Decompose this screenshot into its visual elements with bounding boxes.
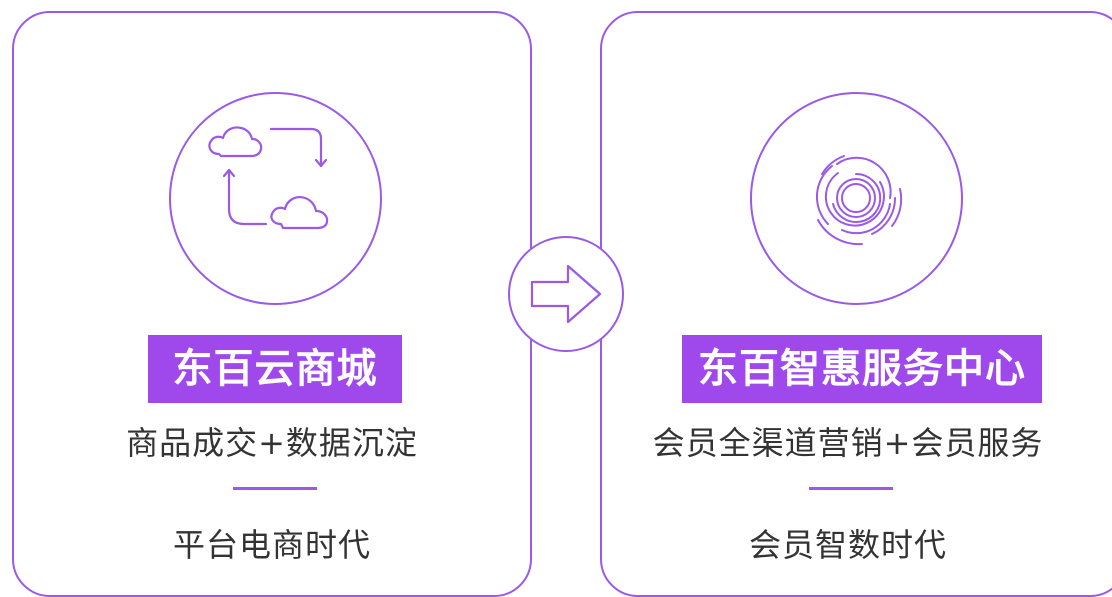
left-card: 东百云商城 商品成交+数据沉淀 平台电商时代 [12, 11, 532, 597]
left-card-title: 东百云商城 [148, 335, 402, 403]
right-arrow-icon [530, 264, 602, 324]
concentric-rings-icon-circle [750, 92, 963, 305]
transition-arrow-circle [508, 236, 624, 352]
concentric-rings-icon [815, 155, 903, 246]
right-card-description: 会员全渠道营销+会员服务 [652, 424, 1044, 462]
right-card-title: 东百智惠服务中心 [682, 335, 1042, 403]
cloud-sync-icon-circle [169, 92, 382, 305]
left-card-divider [233, 487, 317, 490]
cloud-sync-icon [208, 126, 329, 230]
right-card: 东百智惠服务中心 会员全渠道营销+会员服务 会员智数时代 [600, 11, 1112, 597]
left-card-description: 商品成交+数据沉淀 [126, 424, 418, 462]
left-card-era: 平台电商时代 [172, 526, 371, 564]
right-card-divider [809, 487, 893, 490]
right-card-era: 会员智数时代 [748, 526, 947, 564]
